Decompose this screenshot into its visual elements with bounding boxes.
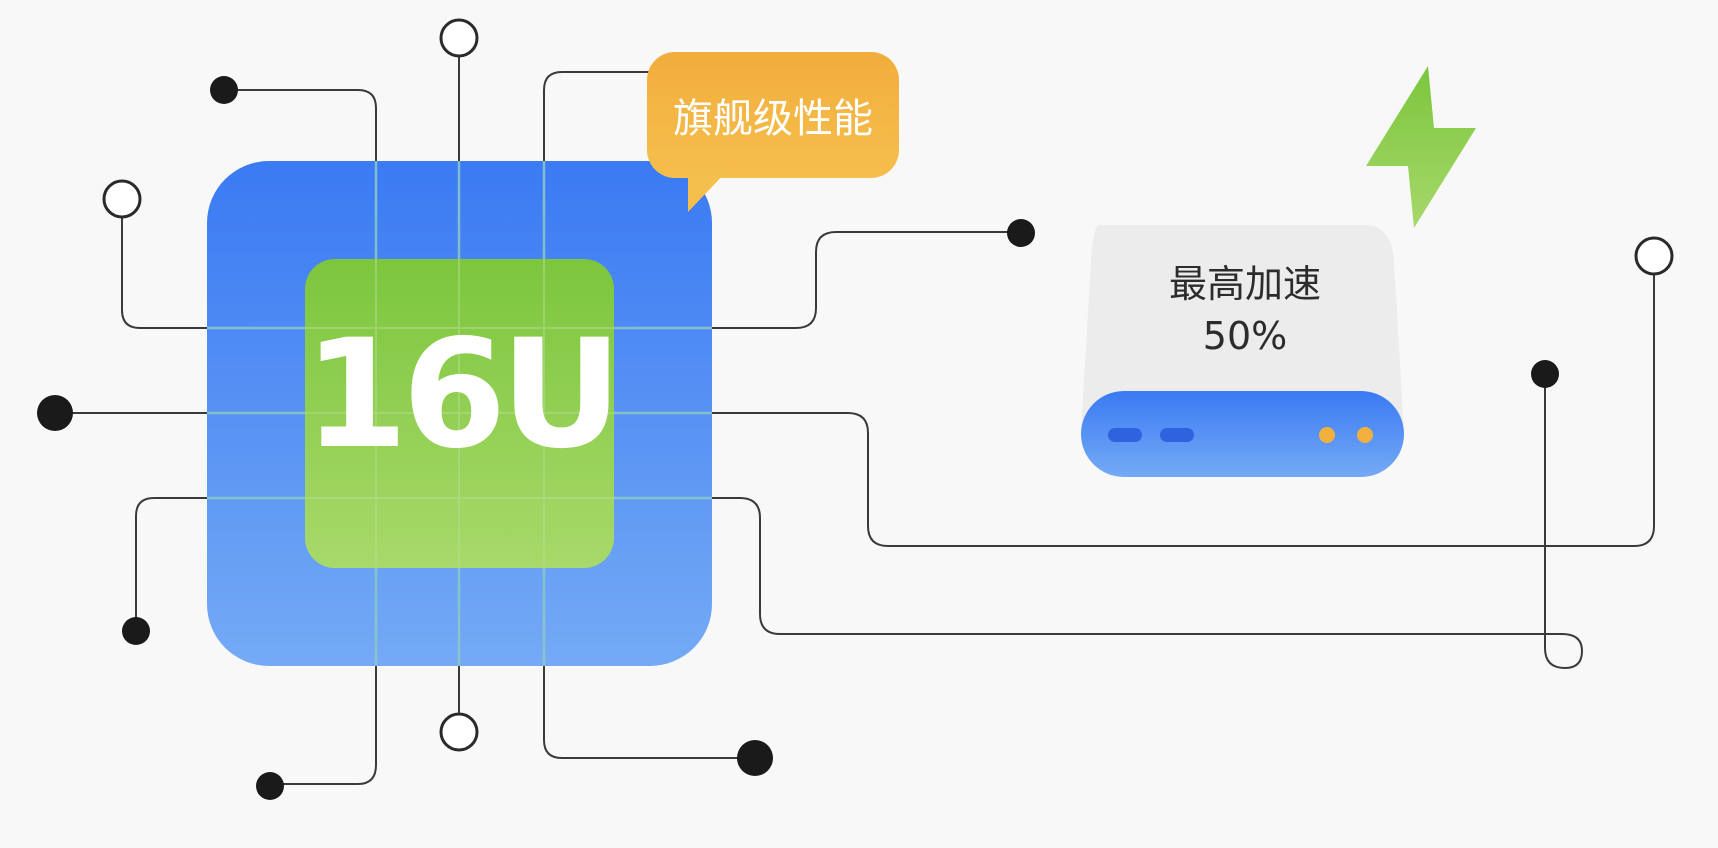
storage-device-icon [1081, 225, 1404, 477]
speed-info: 最高加速 50% [1085, 258, 1405, 362]
badge-label: 旗舰级性能 [673, 96, 873, 142]
chip-label: 16U [303, 308, 623, 482]
speed-value: 50% [1202, 314, 1288, 358]
lightning-icon [1366, 66, 1476, 228]
open-nodes [102, 18, 1674, 752]
speech-bubble-icon [647, 52, 899, 212]
circuit-traces [54, 55, 1655, 785]
speed-title: 最高加速 [1168, 262, 1321, 306]
filled-nodes [37, 76, 1559, 800]
